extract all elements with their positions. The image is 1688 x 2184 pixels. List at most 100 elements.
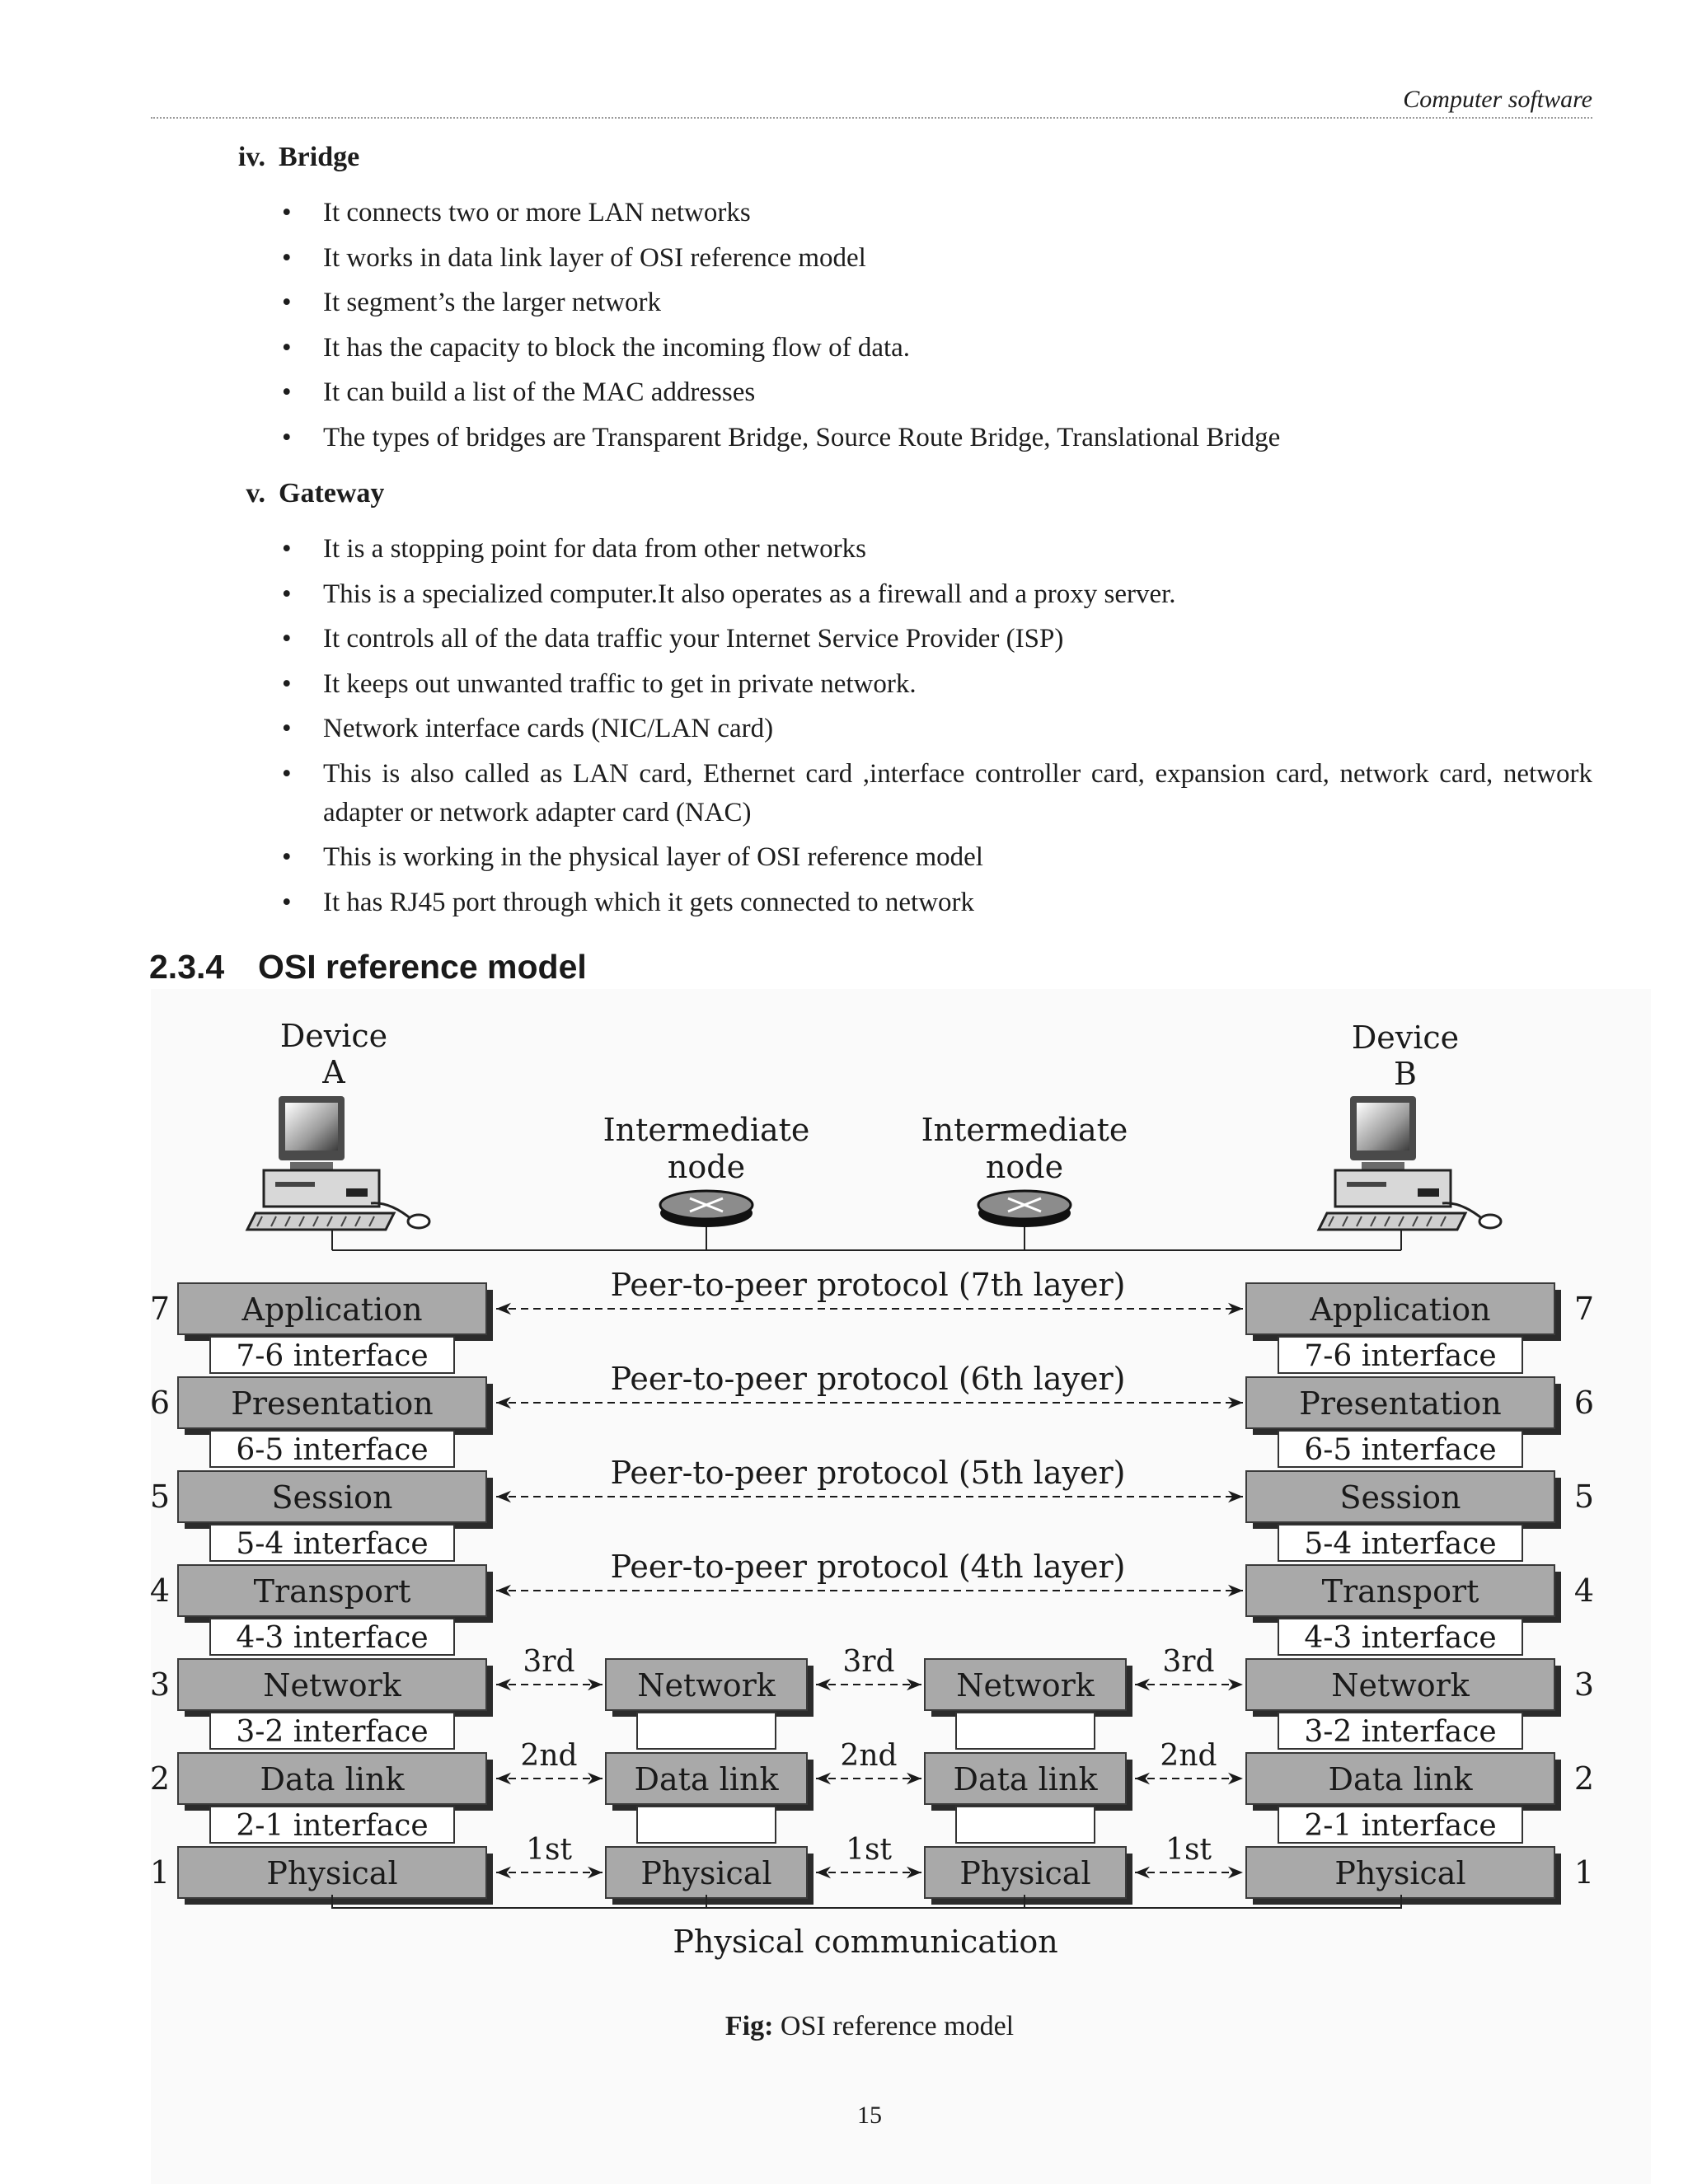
device-b-layer-1-label: Physical bbox=[1334, 1855, 1465, 1891]
running-head-text: Computer software bbox=[1403, 86, 1592, 113]
device-a-interface bbox=[209, 1618, 455, 1656]
device-a-interface-label: 3-2 interface bbox=[236, 1715, 428, 1749]
device-a-interface-label: 6-5 interface bbox=[236, 1433, 428, 1467]
list-item: •It has the capacity to block the incomi… bbox=[282, 332, 911, 363]
device-b-interface bbox=[1278, 1524, 1523, 1562]
device-b-interface-label: 7-6 interface bbox=[1304, 1339, 1496, 1373]
device-a-layer-4 bbox=[177, 1564, 487, 1617]
peer-protocol-label: Peer-to-peer protocol (6th layer) bbox=[611, 1361, 1126, 1397]
device-b-computer-key-line bbox=[1342, 1216, 1348, 1227]
device-b-layer-5-label: Session bbox=[1339, 1479, 1461, 1516]
device-a-interface-label: 2-1 interface bbox=[236, 1809, 428, 1843]
peer-protocol-label: Peer-to-peer protocol (4th layer) bbox=[611, 1549, 1126, 1585]
list-item: •It can build a list of the MAC addresse… bbox=[282, 377, 756, 407]
list-item: •This is a specialized computer.It also … bbox=[282, 579, 1176, 609]
section-title-text: OSI reference model bbox=[258, 948, 587, 986]
device-b-layer-7-label: Application bbox=[1309, 1291, 1490, 1328]
device-a-computer-drive bbox=[275, 1182, 315, 1187]
list-item: •It connects two or more LAN networks bbox=[282, 198, 751, 227]
layer-number-right: 6 bbox=[1574, 1385, 1594, 1421]
device-a-layer-5-label: Session bbox=[271, 1479, 392, 1516]
device-b-interface-label: 5-4 interface bbox=[1304, 1527, 1496, 1561]
bridge-heading: iv. Bridge bbox=[213, 142, 359, 173]
device-b-interface-label: 4-3 interface bbox=[1304, 1621, 1496, 1655]
device-b-computer-drive bbox=[1347, 1182, 1386, 1187]
device-a-layer-3 bbox=[177, 1658, 487, 1711]
device-b-interface bbox=[1278, 1618, 1523, 1656]
device-a-computer-key-line bbox=[270, 1216, 277, 1227]
device-a-label: Device bbox=[280, 1018, 387, 1054]
device-b-layer-3-label: Network bbox=[1331, 1667, 1470, 1704]
layer-number-right: 7 bbox=[1574, 1291, 1594, 1327]
node-1-layer-label: Network bbox=[637, 1667, 776, 1704]
intermediate-node-2-label: Intermediate bbox=[921, 1112, 1128, 1148]
intermediate-node-1-label: Intermediate bbox=[603, 1112, 810, 1148]
device-b-computer-key-line bbox=[1328, 1216, 1334, 1227]
device-a-computer-key-line bbox=[298, 1216, 305, 1227]
device-b-layer-6-label: Presentation bbox=[1299, 1385, 1501, 1422]
device-b-interface-label: 3-2 interface bbox=[1304, 1715, 1496, 1749]
device-b-label: Device bbox=[1352, 1019, 1459, 1056]
device-a-layer-6-label: Presentation bbox=[231, 1385, 433, 1422]
device-a-computer-screen bbox=[285, 1103, 338, 1151]
hop-label: 2nd bbox=[1160, 1739, 1217, 1773]
device-a-layer-5 bbox=[177, 1470, 487, 1523]
device-b-computer-key-line bbox=[1356, 1216, 1362, 1227]
hop-label: 2nd bbox=[520, 1739, 577, 1773]
node-1-layer-label: Physical bbox=[640, 1855, 771, 1891]
physical-communication-label: Physical communication bbox=[673, 1924, 1057, 1960]
intermediate-node-2-router-x-line bbox=[1007, 1197, 1042, 1213]
hop-label: 3rd bbox=[1162, 1645, 1214, 1679]
list-item: •The types of bridges are Transparent Br… bbox=[282, 422, 1281, 452]
device-b-interface bbox=[1278, 1806, 1523, 1844]
device-b-computer-screen bbox=[1357, 1103, 1409, 1151]
device-a-interface bbox=[209, 1806, 455, 1844]
gateway-title: Gateway bbox=[279, 478, 385, 509]
device-a-interface-label: 7-6 interface bbox=[236, 1339, 428, 1373]
list-item: •This is also called as LAN card, Ethern… bbox=[282, 758, 1592, 827]
layer-number-right: 1 bbox=[1574, 1854, 1594, 1891]
device-b-computer-key-line bbox=[1440, 1216, 1447, 1227]
node-1-layer-label: Data link bbox=[635, 1761, 780, 1797]
hop-label: 3rd bbox=[523, 1645, 574, 1679]
peer-protocol-label: Peer-to-peer protocol (5th layer) bbox=[611, 1455, 1126, 1491]
device-b-computer-mouse bbox=[1478, 1213, 1503, 1230]
layer-number-left: 2 bbox=[150, 1760, 170, 1797]
device-a-layer-1 bbox=[177, 1846, 487, 1899]
section-number: 2.3.4 bbox=[149, 948, 225, 986]
hop-label: 1st bbox=[526, 1833, 572, 1867]
device-a-computer-keyboard bbox=[245, 1212, 396, 1231]
intermediate-node-1-router-x-line bbox=[689, 1197, 724, 1213]
peer-protocol-label: Peer-to-peer protocol (7th layer) bbox=[611, 1267, 1126, 1303]
device-a-computer bbox=[245, 1096, 431, 1231]
figure-caption: Fig: OSI reference model bbox=[0, 2011, 1688, 2042]
device-a-computer-key-line bbox=[256, 1216, 263, 1227]
hop-label: 3rd bbox=[842, 1645, 894, 1679]
device-a-layer-7-label: Application bbox=[241, 1291, 422, 1328]
device-a-interface bbox=[209, 1430, 455, 1468]
device-a-interface bbox=[209, 1712, 455, 1750]
device-a-interface-label: 4-3 interface bbox=[236, 1621, 428, 1655]
list-item: •It works in data link layer of OSI refe… bbox=[282, 242, 866, 273]
bridge-title: Bridge bbox=[279, 142, 360, 172]
device-a-layer-4-label: Transport bbox=[254, 1573, 411, 1610]
device-a-computer-button bbox=[346, 1188, 368, 1197]
list-item: •It keeps out unwanted traffic to get in… bbox=[282, 668, 917, 699]
physical-communication-line bbox=[331, 1895, 1402, 1909]
caption-label: Fig: bbox=[724, 2011, 774, 2041]
device-b-layer-2 bbox=[1245, 1752, 1555, 1805]
list-item: •It has RJ45 port through which it gets … bbox=[282, 887, 975, 917]
device-a-layer-2-label: Data link bbox=[260, 1761, 406, 1797]
device-b-computer-key-line bbox=[1370, 1216, 1376, 1227]
device-b-computer-key-line bbox=[1384, 1216, 1390, 1227]
device-a-computer-key-line bbox=[312, 1216, 319, 1227]
gateway-list: •It is a stopping point for data from ot… bbox=[282, 530, 1592, 928]
device-b-computer-button bbox=[1418, 1188, 1439, 1197]
device-a-computer-key-line bbox=[284, 1216, 291, 1227]
device-a-interface bbox=[209, 1336, 455, 1374]
caption-text: OSI reference model bbox=[780, 2011, 1015, 2041]
bridge-number: iv. bbox=[237, 142, 265, 172]
device-b-interface-label: 6-5 interface bbox=[1304, 1433, 1496, 1467]
device-b-letter: B bbox=[1394, 1056, 1417, 1092]
